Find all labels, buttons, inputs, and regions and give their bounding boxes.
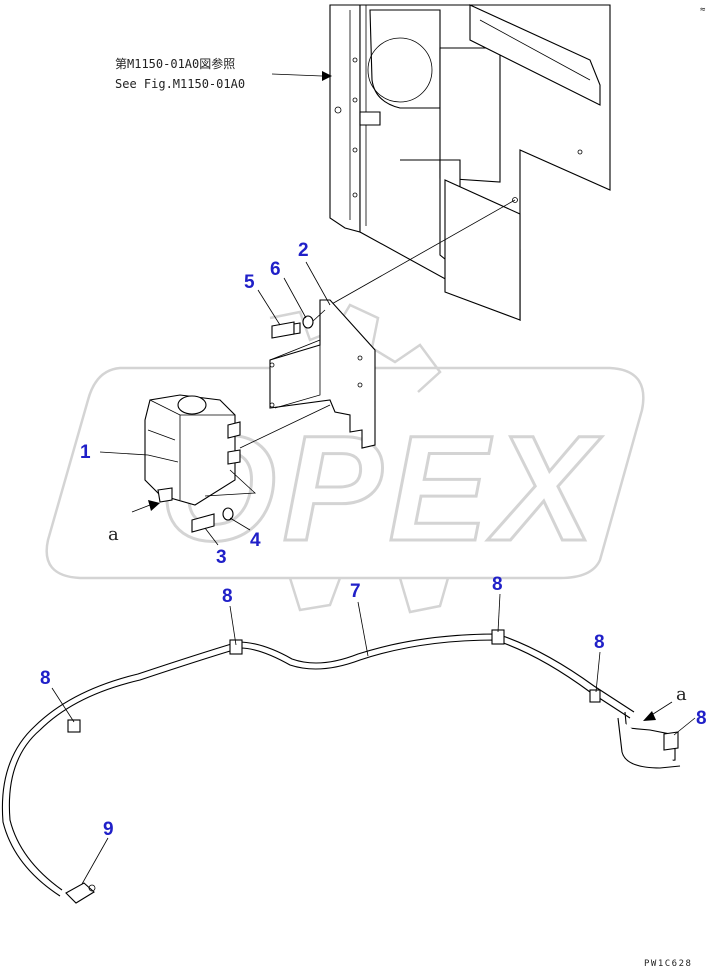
- view-marker-left: a: [108, 524, 119, 545]
- callout-8-e: 8: [696, 708, 707, 729]
- callout-3: 3: [216, 547, 227, 568]
- bolt-upper: [271, 309, 326, 339]
- callout-6: 6: [270, 259, 281, 280]
- reference-note: 第M1150-01A0図参照 See Fig.M1150-01A0: [115, 56, 332, 91]
- callout-4: 4: [250, 530, 261, 551]
- callout-9: 9: [103, 819, 114, 840]
- callout-8-d: 8: [594, 632, 605, 653]
- callout-2: 2: [298, 240, 309, 261]
- bracket: [269, 299, 376, 449]
- callout-labels: 1 2 3 4 5 6 7 8 8 8 8 8 9: [40, 240, 707, 840]
- leaders: [51, 261, 696, 885]
- reference-note-ja: 第M1150-01A0図参照: [115, 56, 235, 71]
- callout-7: 7: [350, 581, 361, 602]
- arrow-icon: [322, 71, 332, 81]
- callout-8-b: 8: [40, 668, 51, 689]
- callout-8-a: 8: [222, 586, 233, 607]
- callout-5: 5: [244, 272, 255, 293]
- view-marker-right: a: [676, 684, 687, 705]
- bolt-lower: [191, 507, 234, 533]
- callout-1: 1: [80, 442, 91, 463]
- washer-tank: [144, 394, 331, 506]
- view-arrow-left: a: [108, 500, 160, 545]
- drawing-code: PW1C628: [644, 959, 692, 969]
- cab-panel: [329, 4, 611, 322]
- corner-mark: ≈: [700, 5, 707, 15]
- hose: [1, 629, 681, 904]
- leader-line: [329, 199, 516, 306]
- callout-8-c: 8: [492, 574, 503, 595]
- view-arrow-right: a: [643, 684, 687, 721]
- reference-note-en: See Fig.M1150-01A0: [115, 77, 245, 91]
